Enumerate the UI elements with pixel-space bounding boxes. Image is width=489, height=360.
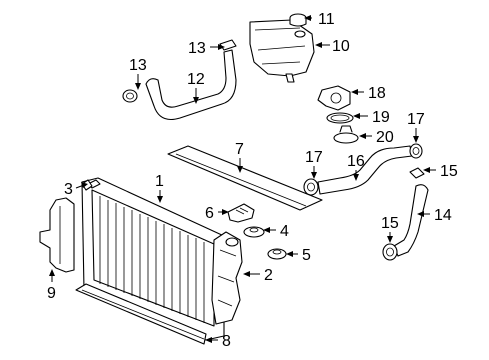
callout-17-right: 17	[407, 111, 425, 128]
hose-clamp-17-right	[409, 143, 423, 159]
lower-radiator-hose	[393, 184, 429, 257]
reservoir-small-cap	[294, 30, 306, 38]
callout-15-upper: 15	[440, 163, 458, 180]
radiator-upper-bracket	[227, 203, 255, 223]
thermostat-housing	[317, 85, 351, 111]
hose-clamp-15-upper	[409, 167, 425, 179]
callout-3: 3	[64, 181, 73, 198]
thermostat-seal	[326, 112, 354, 124]
callout-20: 20	[376, 129, 394, 146]
leader-lines	[49, 15, 436, 343]
callout-11: 11	[318, 11, 335, 28]
reservoir-hose	[145, 49, 237, 121]
air-baffle	[167, 145, 323, 211]
callout-10: 10	[332, 38, 350, 55]
callout-18: 18	[368, 85, 386, 102]
reservoir-cap	[289, 13, 307, 27]
coolant-reservoir	[249, 19, 315, 83]
upper-insulator	[243, 226, 265, 238]
hose-clamp-15-lower	[382, 243, 398, 261]
callout-5: 5	[302, 247, 311, 264]
hose-clamp-17-left	[303, 178, 319, 196]
callout-7: 7	[235, 141, 244, 158]
callout-9: 9	[47, 285, 56, 302]
callout-4: 4	[280, 223, 289, 240]
callout-14: 14	[434, 207, 452, 224]
callout-1: 1	[155, 173, 164, 190]
callout-13-upper: 13	[188, 40, 206, 57]
hose-clamp-upper	[219, 39, 237, 51]
upper-radiator-hose	[317, 145, 413, 195]
callout-6: 6	[205, 205, 214, 222]
callout-19: 19	[372, 109, 390, 126]
callout-2: 2	[264, 267, 273, 284]
radiator-bracket-top	[81, 179, 93, 191]
lower-insulator	[267, 248, 287, 260]
callout-8: 8	[222, 333, 231, 350]
callout-labels: 11 10 13 12 13 18 19 20 17 17 16 15 14 1…	[47, 11, 458, 350]
thermostat	[333, 125, 359, 144]
side-air-deflector	[39, 197, 75, 273]
radiator-side-tank	[211, 231, 243, 325]
callout-16: 16	[347, 153, 365, 170]
hose-clamp-left	[122, 89, 138, 103]
callout-12: 12	[187, 71, 205, 88]
lower-air-deflector	[75, 283, 207, 345]
callout-17-left: 17	[305, 149, 323, 166]
callout-13-left: 13	[129, 57, 147, 74]
callout-15-lower: 15	[381, 215, 399, 232]
